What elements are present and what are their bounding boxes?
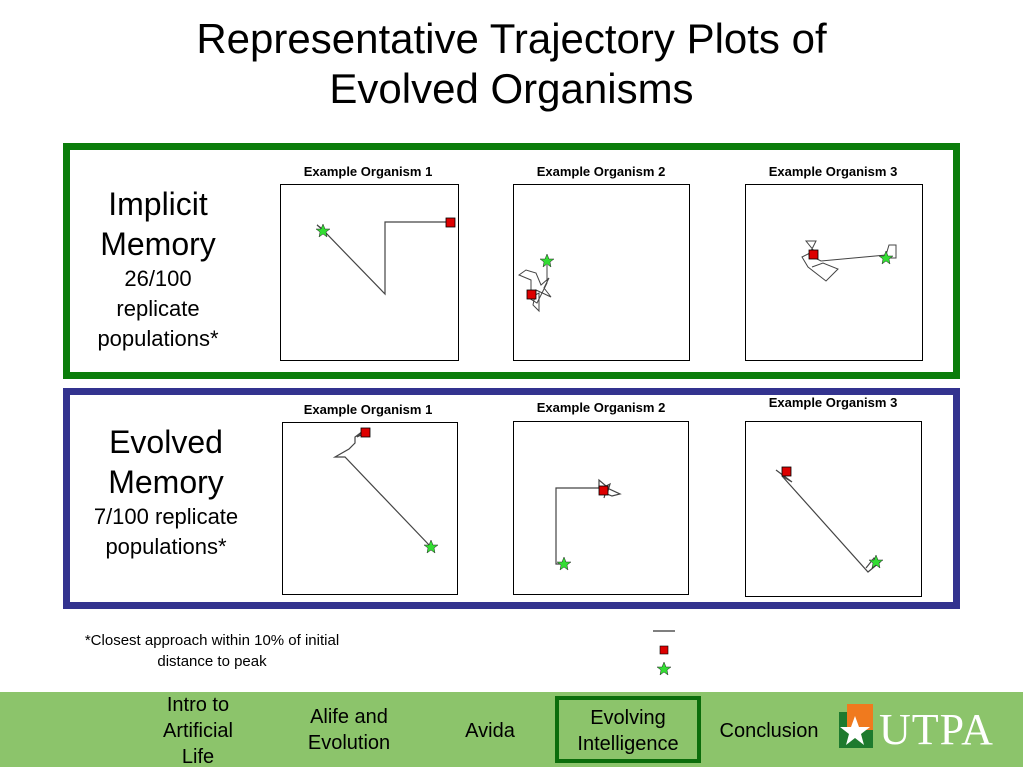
nav-item-label: Alife and [310, 706, 388, 728]
implicit-plot2-title: Example Organism 2 [536, 164, 666, 179]
utpa-star-logo-icon [839, 704, 873, 748]
nav-item-avida[interactable]: Avida [440, 718, 540, 748]
footnote-line1: *Closest approach within 10% of initial [84, 632, 340, 649]
implicit-heading-line2: Memory [100, 226, 216, 262]
red-square-icon [360, 427, 371, 438]
red-square-icon [598, 485, 609, 496]
implicit-memory-panel [63, 143, 960, 379]
red-square-icon [526, 289, 537, 300]
evolved-detail-line2: populations* [105, 534, 227, 559]
footnote-line2: distance to peak [157, 653, 267, 670]
nav-item-intro-to-artificial-life[interactable]: Intro to Artificial Life [138, 692, 258, 768]
implicit-plot2 [513, 184, 690, 361]
legend [650, 626, 680, 678]
evolved-plot2-trajectory [555, 478, 622, 571]
green-star-icon [656, 661, 672, 676]
nav-item-label: Life [181, 746, 215, 768]
evolved-heading-line2: Memory [108, 464, 224, 500]
evolved-plot1-title: Example Organism 1 [303, 402, 433, 417]
implicit-plot2-trajectory [517, 253, 555, 313]
evolved-plot2 [513, 421, 689, 595]
green-star-icon [539, 253, 555, 268]
implicit-plot1 [280, 184, 459, 361]
nav-item-label: Intro to [166, 694, 230, 716]
red-square-icon [445, 217, 456, 228]
evolved-plot2-title: Example Organism 2 [536, 400, 666, 415]
green-star-icon [315, 223, 331, 238]
slide-title: Representative Trajectory Plots of Evolv… [0, 14, 1023, 114]
nav-item-evolving-intelligence[interactable]: Evolving Intelligence [555, 696, 701, 763]
evolved-memory-panel [63, 388, 960, 609]
implicit-heading-line1: Implicit [108, 186, 208, 222]
implicit-detail-line3: populations* [97, 326, 219, 351]
nav-item-label: Conclusion [719, 720, 819, 742]
green-star-icon [878, 250, 894, 265]
evolved-plot1-trajectory [332, 427, 439, 554]
red-square-icon [808, 249, 819, 260]
implicit-memory-label: Implicit Memory 26/100 replicate populat… [58, 184, 258, 354]
slide-title-line1: Representative Trajectory Plots of [196, 15, 827, 62]
evolved-detail-line1: 7/100 replicate [93, 504, 239, 529]
implicit-plot1-trajectory [315, 217, 456, 296]
nav-item-label: Artificial [162, 720, 233, 742]
green-star-icon [868, 554, 884, 569]
evolved-memory-label: Evolved Memory 7/100 replicate populatio… [66, 422, 266, 562]
nav-item-label: Evolution [307, 732, 391, 754]
red-square-icon [659, 645, 669, 655]
slide-title-line2: Evolved Organisms [329, 65, 694, 112]
nav-item-label: Intelligence [577, 733, 679, 755]
nav-item-label: Evolving [590, 707, 666, 729]
nav-item-alife-and-evolution[interactable]: Alife and Evolution [284, 704, 414, 758]
implicit-plot3-trajectory [801, 240, 897, 282]
green-star-icon [556, 556, 572, 571]
footnote: *Closest approach within 10% of initial … [52, 630, 372, 672]
implicit-plot3-title: Example Organism 3 [768, 164, 898, 179]
implicit-plot3 [745, 184, 923, 361]
implicit-detail-line1: 26/100 [124, 266, 192, 291]
implicit-detail-line2: replicate [116, 296, 200, 321]
utpa-logo: UTPA [837, 702, 1012, 760]
evolved-plot1 [282, 422, 458, 595]
evolved-plot3-trajectory [775, 466, 884, 573]
utpa-logo-text: UTPA [879, 705, 994, 754]
nav-item-conclusion[interactable]: Conclusion [706, 718, 832, 748]
nav-item-label: Avida [465, 720, 515, 742]
green-star-icon [423, 539, 439, 554]
evolved-plot3 [745, 421, 922, 597]
evolved-plot3-title: Example Organism 3 [768, 395, 898, 410]
implicit-plot1-title: Example Organism 1 [303, 164, 433, 179]
red-square-icon [781, 466, 792, 477]
evolved-heading-line1: Evolved [109, 424, 223, 460]
